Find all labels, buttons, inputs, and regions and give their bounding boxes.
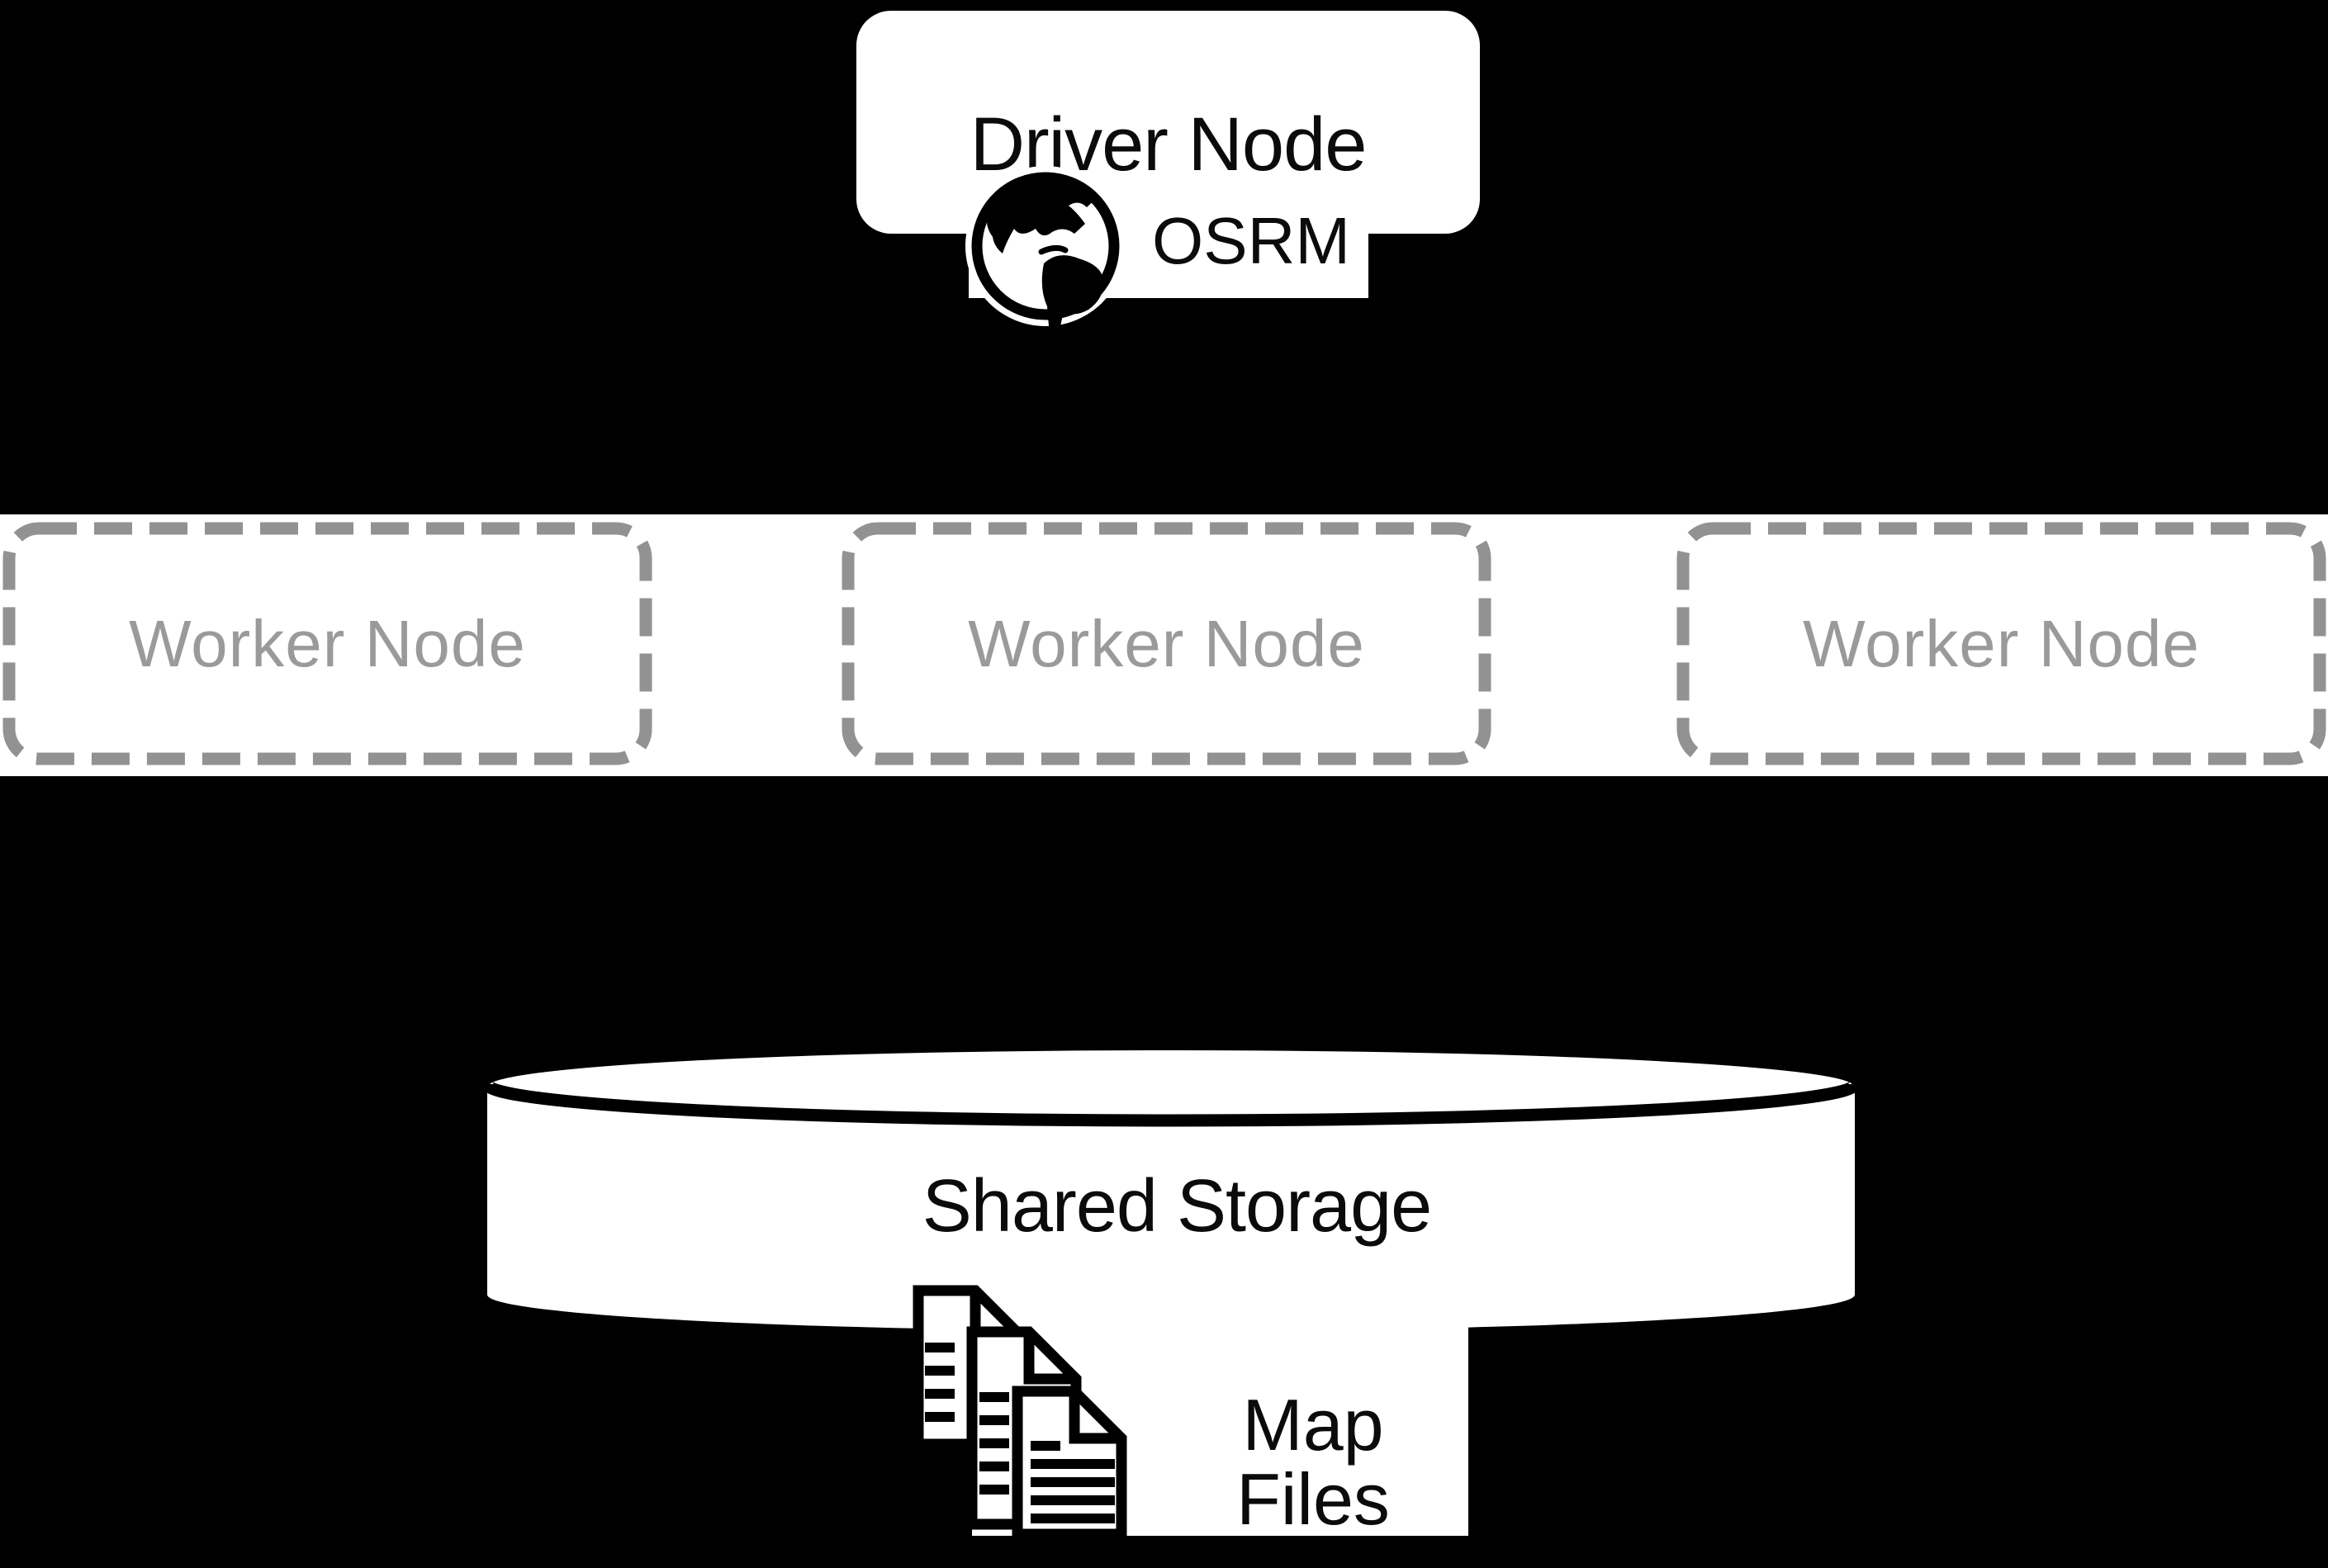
globe-americas-icon — [962, 163, 1129, 339]
shared-storage-label: Shared Storage — [922, 1165, 1432, 1248]
worker-node-box-3: Worker Node — [1676, 522, 2326, 765]
worker-node-label: Worker Node — [968, 606, 1365, 680]
worker-node-box-1: Worker Node — [2, 522, 652, 765]
osrm-label: OSRM — [1152, 204, 1350, 277]
worker-node-label: Worker Node — [1803, 606, 2200, 680]
driver-node-label: Driver Node — [970, 102, 1368, 187]
shared-storage-cylinder — [479, 1024, 1866, 1346]
documents-stack-icon — [910, 1285, 1141, 1541]
driver-node-box — [856, 11, 1480, 234]
map-files-label: Map Files — [1236, 1384, 1390, 1540]
worker-node-label: Worker Node — [129, 606, 526, 680]
worker-node-box-2: Worker Node — [842, 522, 1491, 765]
